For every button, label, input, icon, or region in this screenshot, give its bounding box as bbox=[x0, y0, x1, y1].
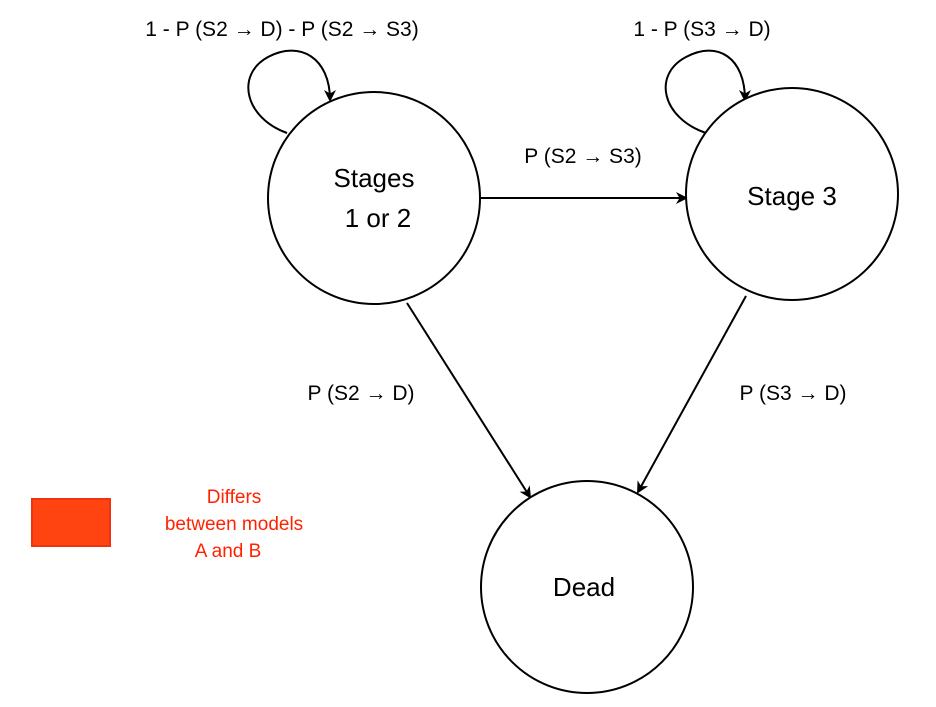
node-dead-label: Dead bbox=[553, 572, 615, 602]
edge-stage3-to-dead bbox=[637, 295, 747, 494]
node-stages-label-line2: 1 or 2 bbox=[345, 203, 412, 233]
legend-text-line2: between models bbox=[165, 514, 303, 535]
edge-label-stage12-to-dead: P (S2 → D) bbox=[308, 382, 415, 405]
node-stage-3 bbox=[685, 87, 899, 301]
edge-label-stage3-self: 1 - P (S3 → D) bbox=[633, 18, 770, 41]
edge-label-stage3-to-dead: P (S3 → D) bbox=[740, 382, 847, 405]
node-dead bbox=[480, 480, 694, 694]
edge-stage12-to-dead bbox=[406, 302, 532, 499]
legend-swatch bbox=[31, 498, 111, 547]
edge-stage3-self-loop bbox=[664, 49, 751, 134]
legend-text-line1: Differs bbox=[207, 487, 262, 508]
node-stages-1-or-2 bbox=[267, 91, 481, 305]
node-stage-3-label: Stage 3 bbox=[747, 181, 837, 211]
edge-label-stage12-self: 1 - P (S2 → D) - P (S2 → S3) bbox=[145, 18, 418, 41]
node-stages-label-line1: Stages bbox=[334, 163, 415, 193]
edge-label-stage12-to-stage3: P (S2 → S3) bbox=[524, 145, 642, 168]
legend-text-line3: A and B bbox=[195, 541, 262, 562]
edge-stage12-self-loop bbox=[247, 49, 336, 134]
